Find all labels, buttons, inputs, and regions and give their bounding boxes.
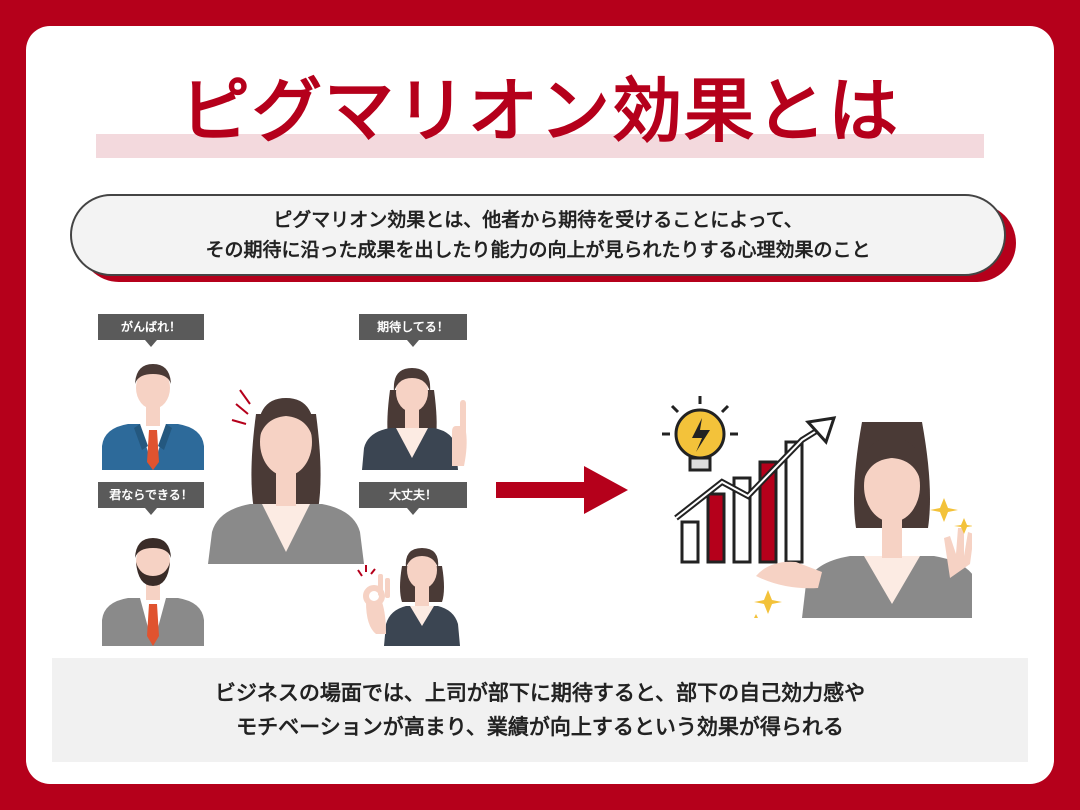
boss-man-blue-figure <box>102 364 204 470</box>
bubble-daijoubu: 大丈夫！ <box>359 482 467 515</box>
title-highlight <box>96 134 984 158</box>
bar-chart-icon <box>680 440 804 564</box>
boss-woman-pointing-figure <box>362 368 467 470</box>
sparkle-icon <box>750 498 972 618</box>
summary-line-2: モチベーションが高まり、業績が向上するという効果が得られる <box>236 715 844 739</box>
summary-box: ビジネスの場面では、上司が部下に期待すると、部下の自己効力感や モチベーションが… <box>52 658 1028 762</box>
definition-line-2: その期待に沿った成果を出したり能力の向上が見られたりする心理効果のこと <box>205 239 871 261</box>
lightbulb-icon <box>662 396 738 472</box>
trend-arrow-icon <box>674 416 837 521</box>
definition-box: ピグマリオン効果とは、他者から期待を受けることによって、 その期待に沿った成果を… <box>70 194 1006 276</box>
right-arrow-icon <box>496 466 628 514</box>
boss-woman-ok-figure <box>357 548 460 646</box>
boss-man-bearded-figure <box>102 538 204 646</box>
bubble-kitai: 期待してる！ <box>359 314 467 347</box>
definition-line-1: ピグマリオン効果とは、他者から期待を受けることによって、 <box>273 209 803 231</box>
summary-line-1: ビジネスの場面では、上司が部下に期待すると、部下の自己効力感や <box>214 681 866 705</box>
happy-woman-figure <box>756 422 972 618</box>
page-title: ピグマリオン効果とは <box>180 70 900 152</box>
bubble-kimi: 君ならできる！ <box>98 482 204 515</box>
bubble-ganbare: がんばれ！ <box>98 314 204 347</box>
title-area: ピグマリオン効果とは <box>26 26 1054 166</box>
subordinate-woman-figure <box>208 389 364 564</box>
success-illustration <box>662 396 972 618</box>
infographic-card: ピグマリオン効果とは ピグマリオン効果とは、他者から期待を受けることによって、 … <box>26 26 1054 784</box>
